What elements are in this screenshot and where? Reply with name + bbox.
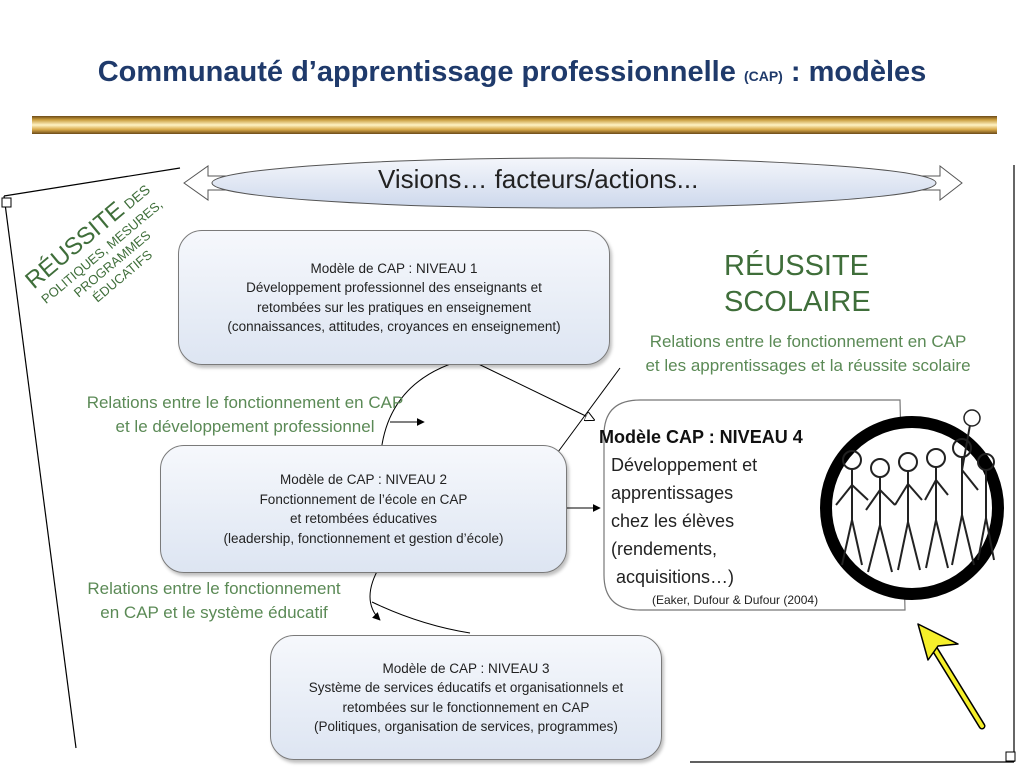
visions-banner — [183, 157, 963, 209]
niveau3-line-1: Système de services éducatifs et organis… — [308, 680, 624, 695]
title-abbr: (CAP) — [743, 68, 783, 84]
niveau4-line-2: apprentissages — [611, 483, 734, 503]
niveau4-line-1: Développement et — [611, 455, 758, 475]
relation-pro-text: Relations entre le fonctionnement en CAP… — [60, 391, 430, 439]
niveau2-box: Modèle de CAP : NIVEAU 2 Fonctionnement … — [160, 445, 567, 573]
niveau1-line-2: retombées sur les pratiques en enseignem… — [257, 299, 531, 315]
niveau1-line-1: Développement professionnel des enseigna… — [246, 280, 542, 295]
relation-pro-line-2: et le développement professionnel — [115, 417, 375, 436]
relation-scolaire-text: Relations entre le fonctionnement en CAP… — [620, 330, 996, 378]
niveau2-line-1: Fonctionnement de l’école en CAP — [259, 491, 468, 507]
niveau1-line-3: (connaissances, attitudes, croyances en … — [227, 319, 561, 334]
gold-divider-bar — [32, 116, 997, 134]
citation: (Eaker, Dufour & Dufour (2004) — [652, 593, 819, 607]
relation-systeme-text: Relations entre le fonctionnement en CAP… — [64, 577, 364, 625]
niveau1-box: Modèle de CAP : NIVEAU 1 Développement p… — [178, 230, 610, 365]
relation-scolaire-line-2: et les apprentissages et la réussite sco… — [645, 356, 971, 375]
niveau3-box: Modèle de CAP : NIVEAU 3 Système de serv… — [270, 635, 662, 760]
relation-systeme-line-1: Relations entre le fonctionnement — [87, 579, 341, 598]
niveau2-title: Modèle de CAP : NIVEAU 2 — [279, 472, 448, 487]
visions-label: Visions… facteurs/actions... — [378, 164, 699, 194]
title-main: Communauté d’apprentissage professionnel… — [97, 56, 736, 88]
niveau4-line-3: chez les élèves — [611, 511, 735, 531]
yellow-arrow-icon — [917, 623, 986, 730]
relation-systeme-line-2: en CAP et le système éducatif — [100, 603, 328, 622]
reussite-scolaire-label: RÉUSSITE SCOLAIRE — [724, 248, 871, 320]
relation-scolaire-line-1: Relations entre le fonctionnement en CAP — [649, 332, 967, 351]
title-suffix: : modèles — [790, 56, 927, 88]
niveau2-line-2: et retombées éducatives — [289, 511, 438, 526]
niveau2-line-3: (leadership, fonctionnement et gestion d… — [223, 530, 504, 546]
reussite-scolaire-line-1: RÉUSSITE — [724, 250, 870, 282]
left-frame — [1, 167, 181, 749]
relation-pro-line-1: Relations entre le fonctionnement en CAP — [86, 393, 404, 412]
niveau3-line-3: (Politiques, organisation de services, p… — [314, 719, 618, 734]
right-frame — [690, 165, 1016, 763]
niveau4-title: Modèle CAP : NIVEAU 4 — [599, 427, 803, 447]
students-illustration — [820, 409, 1004, 600]
reussite-scolaire-line-2: SCOLAIRE — [724, 286, 871, 318]
niveau4-line-5: acquisitions…) — [611, 567, 735, 587]
niveau4-shape — [603, 399, 906, 611]
slide-title: Communauté d’apprentissage professionnel… — [0, 56, 1024, 89]
niveau1-title: Modèle de CAP : NIVEAU 1 — [310, 260, 478, 276]
niveau3-line-2: retombées sur le fonctionnement en CAP — [342, 699, 590, 715]
niveau3-title: Modèle de CAP : NIVEAU 3 — [382, 660, 550, 676]
niveau4-line-4: (rendements, — [611, 539, 718, 559]
